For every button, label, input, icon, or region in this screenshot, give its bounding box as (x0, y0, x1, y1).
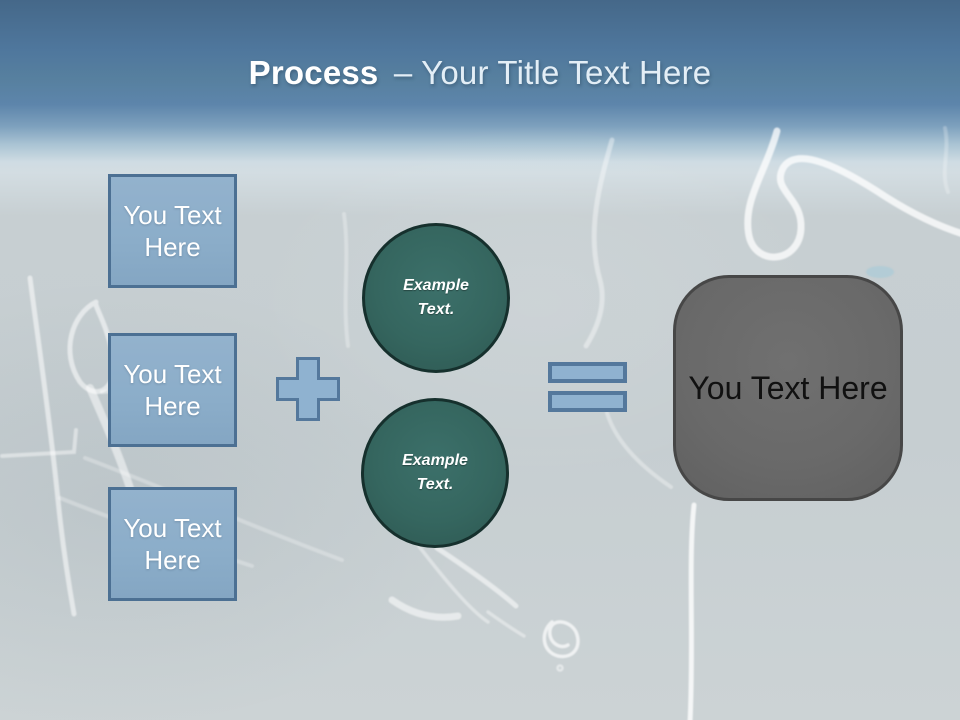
example-circle-2[interactable]: Example Text. (361, 398, 509, 548)
title-topic: Process (248, 54, 379, 91)
result-box-label: You Text Here (688, 369, 888, 406)
equals-bar-top (548, 362, 627, 383)
input-box-2-label: You Text Here (123, 359, 222, 421)
slide-title[interactable]: Process – Your Title Text Here (0, 54, 960, 92)
example-circle-1-label: Example Text. (403, 277, 469, 318)
plus-icon (276, 357, 340, 421)
result-box[interactable]: You Text Here (673, 275, 903, 501)
example-circle-1[interactable]: Example Text. (362, 223, 510, 373)
equals-bar-bottom (548, 391, 627, 412)
input-box-3[interactable]: You Text Here (108, 487, 237, 601)
input-box-2[interactable]: You Text Here (108, 333, 237, 447)
input-box-3-label: You Text Here (123, 513, 222, 575)
equals-icon (548, 362, 627, 412)
input-box-1-label: You Text Here (123, 200, 222, 262)
input-box-1[interactable]: You Text Here (108, 174, 237, 288)
title-placeholder-text: – Your Title Text Here (393, 54, 712, 91)
example-circle-2-label: Example Text. (402, 452, 468, 493)
